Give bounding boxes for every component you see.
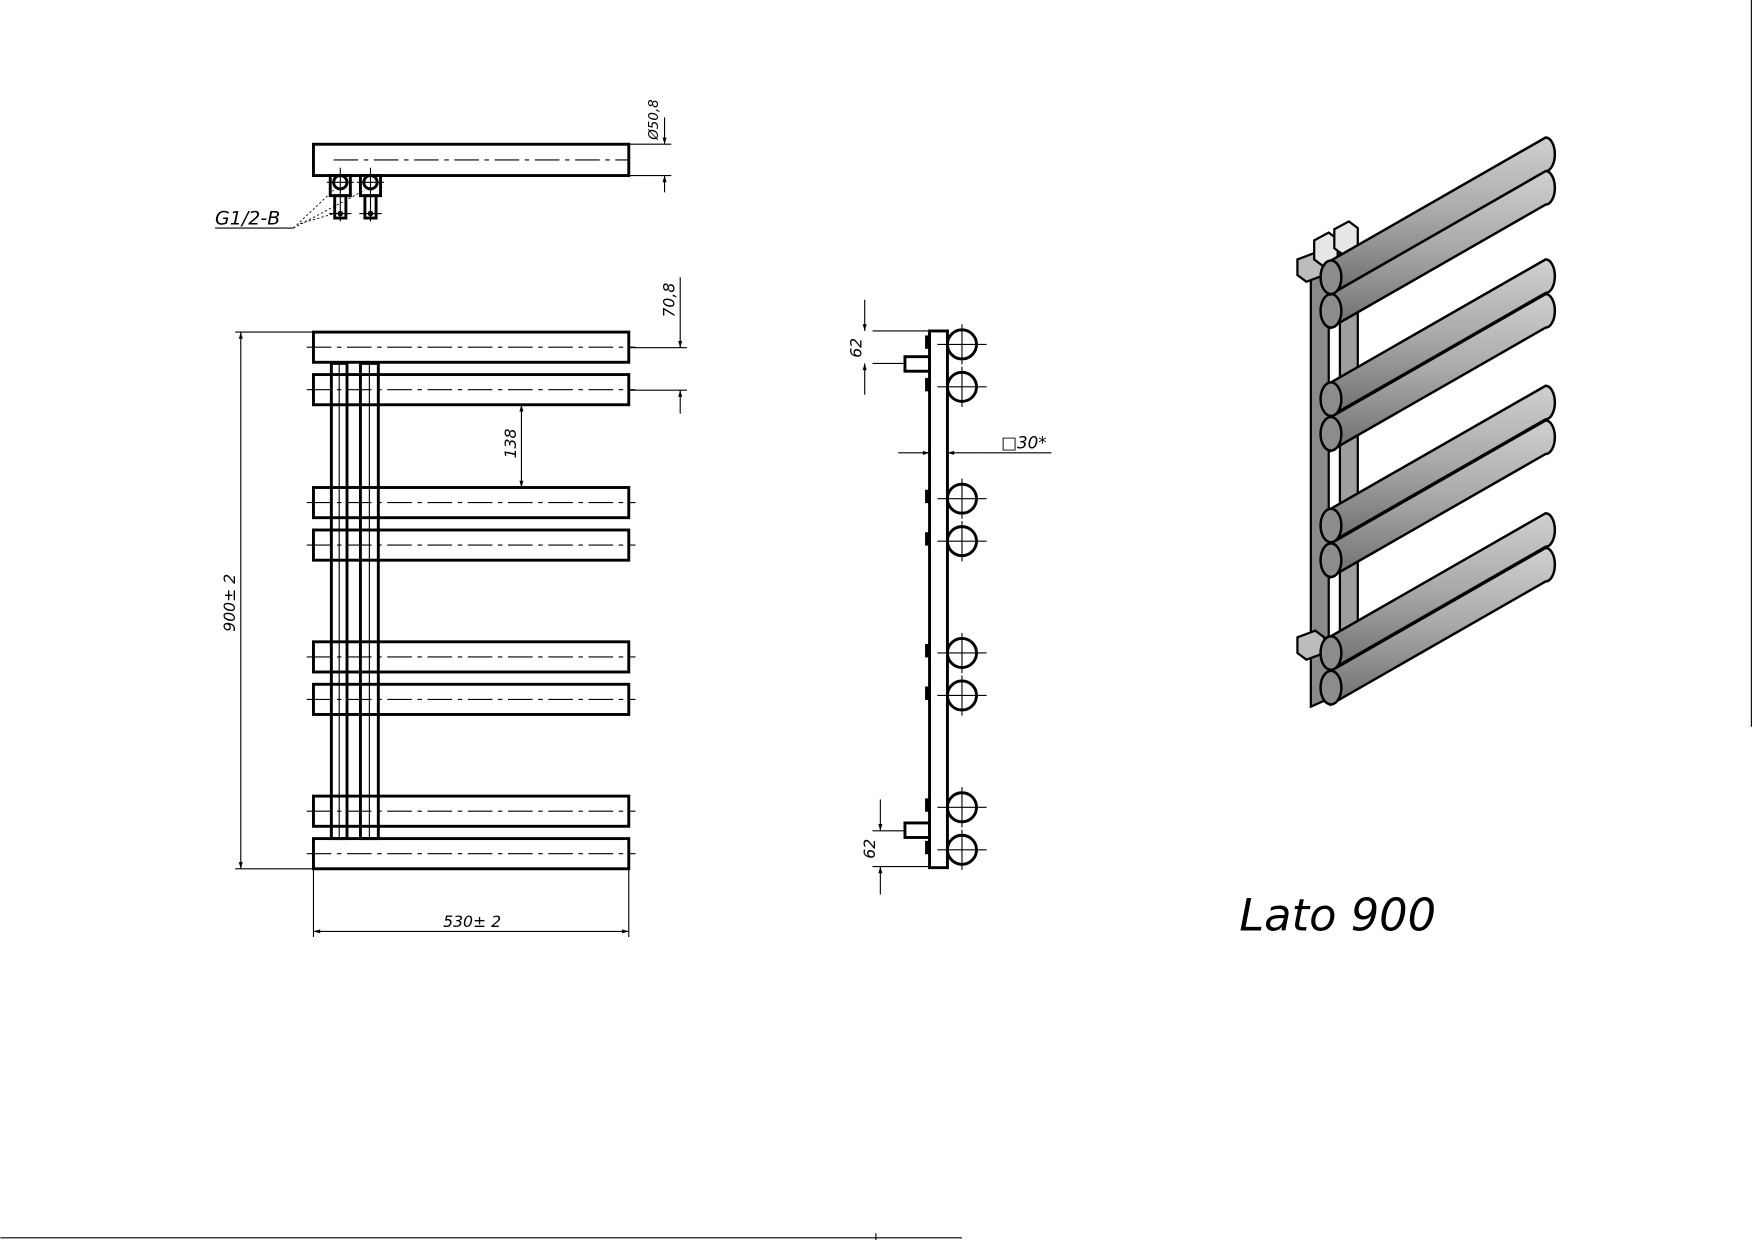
offset-dimension: 70,8	[660, 283, 679, 318]
diameter-label: Ø50,8	[647, 99, 662, 140]
bottom-offset-dimension: 62	[860, 839, 879, 859]
mount-clip	[925, 377, 930, 392]
profile-dimension: □30*	[1001, 432, 1047, 452]
connection-label: G1/2-B	[215, 208, 280, 230]
towel-bar	[1329, 419, 1557, 580]
gap-dimension: 138	[501, 429, 520, 459]
mount-clip	[925, 686, 930, 700]
mount-clip	[925, 335, 930, 349]
bar-end-cap	[1319, 415, 1343, 452]
bar-end-cap	[1319, 669, 1343, 706]
mount-clip	[925, 644, 930, 658]
towel-bar	[1329, 169, 1557, 330]
bar-end-cap	[1319, 542, 1343, 579]
isometric-render	[1296, 136, 1557, 709]
top-view: Ø50,8 G1/2-B	[215, 99, 672, 230]
bar-end-cap	[1319, 259, 1343, 296]
towel-bar	[1329, 511, 1557, 672]
mount-clip	[925, 840, 930, 855]
bar-end-cap	[1319, 292, 1343, 329]
towel-bar	[1329, 136, 1557, 297]
mount-clip	[925, 532, 930, 546]
bar-end-cap	[1319, 634, 1343, 671]
mount-clip	[925, 798, 930, 812]
towel-bar	[1329, 546, 1557, 707]
mount-clip	[925, 489, 930, 504]
top-offset-dimension: 62	[846, 338, 865, 358]
front-view: 900± 2 530± 2 70,8 138	[220, 277, 687, 937]
towel-bar	[1329, 384, 1557, 545]
model-title: Lato 900	[1239, 888, 1436, 941]
side-view: 62 62 □30*	[846, 299, 1052, 895]
towel-bar	[1329, 258, 1557, 419]
width-dimension: 530± 2	[443, 912, 501, 931]
towel-bar	[1329, 292, 1557, 453]
bar-end-cap	[1319, 507, 1343, 544]
bar-end-cap	[1319, 381, 1343, 418]
height-dimension: 900± 2	[220, 574, 239, 632]
